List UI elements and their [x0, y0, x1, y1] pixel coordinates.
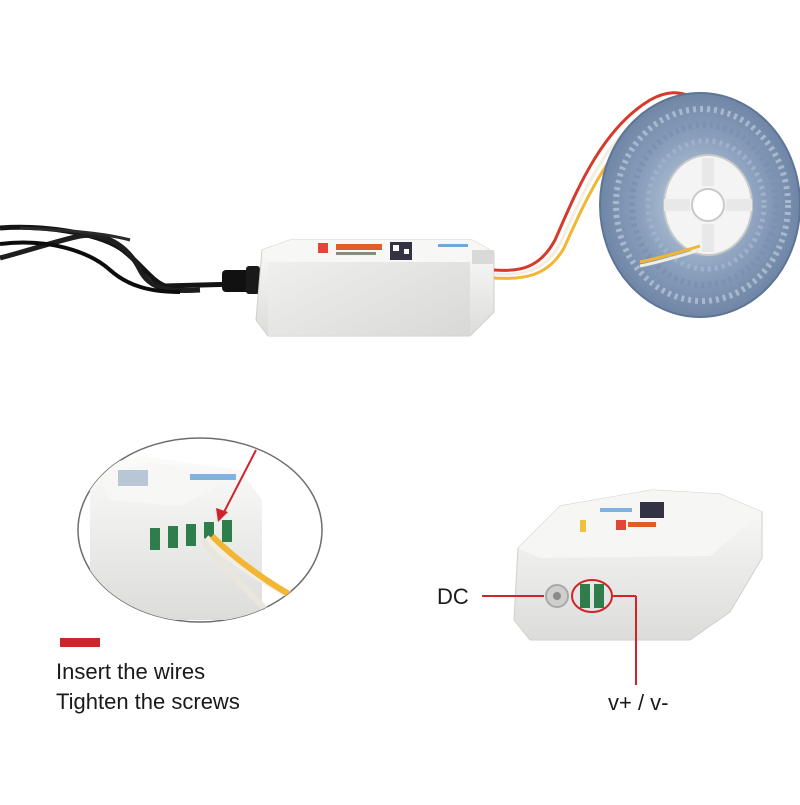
power-terminal-icon	[580, 584, 604, 608]
pointer-arrow	[221, 449, 257, 517]
instruction-line-1: Insert the wires	[56, 659, 206, 684]
terminal-block-icon	[150, 520, 232, 550]
led-reel-icon	[599, 92, 800, 318]
controller-box-icon	[255, 239, 495, 337]
legend-red-bar	[60, 638, 100, 647]
vplus-vminus-callout-label: v+ / v-	[608, 690, 669, 715]
controller-end-view	[482, 489, 763, 685]
instruction-line-2: Tighten the screws	[56, 689, 240, 714]
dc-callout-label: DC	[437, 584, 469, 609]
zoom-detail	[77, 437, 323, 623]
qr-code-icon-2	[640, 502, 664, 518]
dc-cable-icon	[0, 224, 260, 294]
brand-icon	[318, 243, 328, 253]
